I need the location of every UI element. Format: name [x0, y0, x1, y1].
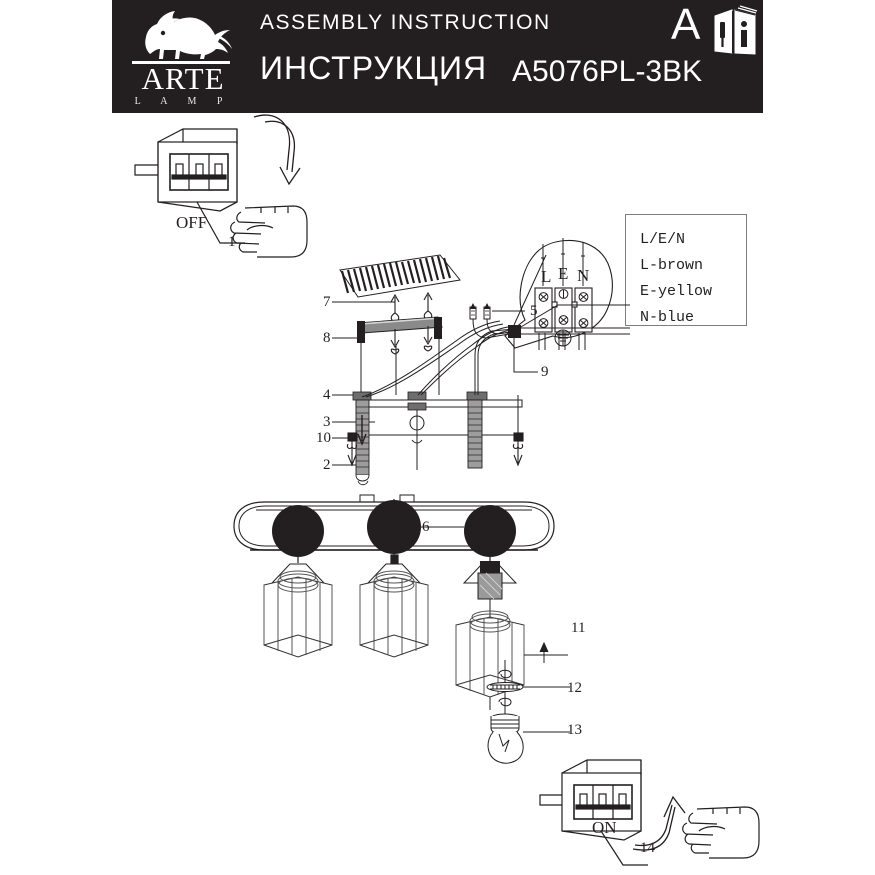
- hexagonal-glass-shade-icon: [263, 570, 333, 658]
- callout-2: 2: [323, 457, 331, 473]
- brand-subtitle: L A M P: [134, 96, 232, 107]
- switch-on-label: ON: [592, 818, 617, 837]
- callout-6: 6: [422, 519, 430, 535]
- bulb-assembly-diagram: [486, 660, 570, 764]
- switch-off-diagram: [134, 114, 308, 258]
- callout-13: 13: [567, 722, 582, 738]
- earth-ground-icon: [554, 329, 572, 347]
- callout-5: 5: [530, 303, 538, 319]
- legend-line-1: L-brown: [640, 257, 704, 274]
- switch-off-label: OFF: [176, 213, 208, 232]
- hexagonal-glass-shade-icon: [455, 610, 525, 710]
- winged-lion-icon: [145, 11, 232, 59]
- wire-connector-icon: [469, 303, 517, 339]
- callout-12: 12: [567, 680, 582, 696]
- header-banner: ARTE L A M P ASSEMBLY INSTRUCTION ИНСТРУ…: [112, 0, 763, 113]
- legend-line-2: E-yellow: [640, 283, 713, 300]
- arrow-up-icon: [632, 795, 686, 851]
- callout-7: 7: [323, 294, 331, 310]
- lamp-holder-icon: [477, 561, 503, 621]
- arrow-down-icon: [253, 114, 301, 186]
- legend-line-0: L/E/N: [640, 231, 686, 248]
- callout-1: 1: [228, 234, 236, 250]
- title-russian: ИНСТРУКЦИЯ: [260, 50, 488, 86]
- callout-3: 3: [323, 414, 331, 430]
- wiring-legend: L/E/N L-brown E-yellow N-blue: [625, 214, 747, 326]
- fixing-screw-icon: [346, 432, 524, 467]
- ceiling-mount-assembly: [332, 254, 630, 486]
- logo-divider-rule: [132, 61, 230, 64]
- svg-text:E: E: [558, 264, 568, 283]
- callout-11: 11: [571, 620, 586, 636]
- callout-10: 10: [316, 430, 331, 446]
- junction-connector-icon: [508, 325, 521, 338]
- legend-line-3: N-blue: [640, 309, 695, 326]
- round-knob-icon: [272, 500, 516, 557]
- instruction-booklet-icon: [714, 5, 758, 55]
- lamp-fixture-diagram: [233, 494, 568, 710]
- hexagonal-glass-shade-icon: [359, 570, 429, 658]
- callout-4: 4: [323, 387, 331, 403]
- hand-icon: [682, 806, 760, 859]
- svg-text:L: L: [541, 267, 551, 286]
- brand-logo: ARTE L A M P: [120, 6, 242, 108]
- ceiling-surface-icon: [339, 254, 461, 298]
- svg-text:N: N: [577, 266, 589, 285]
- callout-14: 14: [640, 840, 655, 856]
- model-number: A5076PL-3BK: [512, 55, 703, 88]
- terminal-block-callout: L E N: [504, 238, 613, 350]
- light-bulb-icon: [487, 713, 524, 764]
- brand-name: ARTE: [141, 61, 225, 96]
- callout-8: 8: [323, 330, 331, 346]
- switch-on-diagram: [539, 759, 760, 866]
- hand-icon: [230, 205, 308, 258]
- callout-9: 9: [541, 364, 549, 380]
- support-bar-icon: [355, 395, 523, 436]
- title-english: ASSEMBLY INSTRUCTION: [260, 11, 551, 34]
- mounting-bracket-icon: [357, 316, 443, 343]
- class-letter: A: [671, 0, 701, 49]
